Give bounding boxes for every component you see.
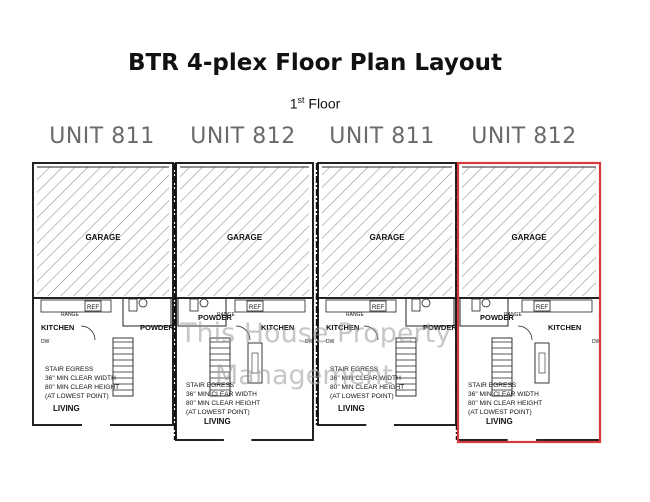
garage-label: GARAGE: [369, 233, 405, 242]
units-group: GARAGE REF RANGE KITCHEN POWDER DW STAIR EGRES…: [32, 162, 601, 441]
garage-hatch: [180, 167, 309, 296]
stair-note-line: 80" MIN CLEAR HEIGHT: [45, 384, 119, 391]
powder-label: POWDER: [480, 313, 514, 322]
stair-run: [112, 337, 134, 397]
powder-room: [459, 297, 509, 327]
unit-plan-1: GARAGE REF RANGE KITCHEN POWDER DW STAIR EGRES…: [32, 162, 174, 426]
island-sink: [251, 352, 259, 374]
sink-icon: [189, 298, 199, 312]
living-label: LIVING: [338, 404, 365, 413]
stair-note-line: 36" MIN CLEAR WIDTH: [45, 375, 116, 382]
ref-box: [369, 300, 387, 312]
powder-label: POWDER: [198, 313, 232, 322]
door-swing: [517, 325, 533, 341]
dw-label: DW: [305, 339, 314, 345]
kitchen-counter: [521, 299, 593, 313]
kitchen-island: [534, 342, 550, 384]
door-swing: [235, 325, 251, 341]
door-swing: [80, 325, 96, 341]
kitchen-counter: [325, 299, 397, 313]
ref-box: [84, 300, 102, 312]
powder-label: POWDER: [423, 323, 457, 332]
unit-plan-3: GARAGE REF RANGE KITCHEN POWDER DW STAIR EGRES…: [317, 162, 457, 426]
unit-label-3: UNIT 811: [329, 124, 435, 149]
garage-hatch: [37, 167, 169, 296]
kitchen-counter: [40, 299, 112, 313]
dw-label: DW: [326, 339, 335, 345]
kitchen-label: KITCHEN: [326, 323, 359, 332]
stair-note-line: 80" MIN CLEAR HEIGHT: [468, 400, 542, 407]
range-label: RANGE: [346, 312, 364, 318]
toilet-icon: [199, 298, 209, 308]
sink-icon: [128, 298, 138, 312]
stair-note-line: (AT LOWEST POINT): [330, 393, 394, 400]
stair-note-line: STAIR EGRESS: [186, 382, 235, 389]
toilet-icon: [421, 298, 431, 308]
unit-label-2: UNIT 812: [190, 124, 296, 149]
powder-label: POWDER: [140, 323, 174, 332]
living-label: LIVING: [204, 417, 231, 426]
ref-label: REF: [249, 305, 261, 311]
powder-room: [177, 297, 227, 327]
garage-label: GARAGE: [227, 233, 263, 242]
stair-note-line: 36" MIN CLEAR WIDTH: [330, 375, 401, 382]
stair-note-line: STAIR EGRESS: [330, 366, 379, 373]
sink-icon: [411, 298, 421, 312]
powder-room: [122, 297, 172, 327]
plan-title: BTR 4-plex Floor Plan Layout: [127, 50, 503, 76]
stair-note-line: STAIR EGRESS: [45, 366, 94, 373]
garage-label: GARAGE: [511, 233, 547, 242]
kitchen-label: KITCHEN: [41, 323, 74, 332]
floor-subtitle: 1st Floor: [289, 95, 341, 112]
range-label: RANGE: [504, 312, 522, 318]
stair-note-line: 36" MIN CLEAR WIDTH: [468, 391, 539, 398]
stair-run: [395, 337, 417, 397]
unit-label-1: UNIT 811: [49, 124, 155, 149]
ref-label: REF: [87, 305, 99, 311]
stair-note-line: (AT LOWEST POINT): [186, 409, 250, 416]
stair-note-line: 36" MIN CLEAR WIDTH: [186, 391, 257, 398]
range-label: RANGE: [61, 312, 79, 318]
ref-label: REF: [372, 305, 384, 311]
ref-box: [246, 300, 264, 312]
garage-hatch: [462, 167, 596, 296]
ref-label: REF: [536, 305, 548, 311]
kitchen-counter: [234, 299, 306, 313]
stair-note-line: (AT LOWEST POINT): [468, 409, 532, 416]
kitchen-island: [247, 342, 263, 384]
dw-label: DW: [41, 339, 50, 345]
living-label: LIVING: [486, 417, 513, 426]
sink-icon: [471, 298, 481, 312]
stair-run: [209, 337, 231, 397]
stair-note-line: (AT LOWEST POINT): [45, 393, 109, 400]
garage-label: GARAGE: [85, 233, 121, 242]
powder-room: [405, 297, 455, 327]
living-label: LIVING: [53, 404, 80, 413]
kitchen-label: KITCHEN: [548, 323, 581, 332]
door-swing: [363, 325, 379, 341]
dw-label: DW: [592, 339, 601, 345]
toilet-icon: [138, 298, 148, 308]
stair-note-line: STAIR EGRESS: [468, 382, 517, 389]
stair-note-line: 80" MIN CLEAR HEIGHT: [330, 384, 404, 391]
stair-run: [491, 337, 513, 397]
unit-plan-4: GARAGE REF RANGE KITCHEN POWDER DW STAIR EGRES…: [455, 162, 601, 441]
toilet-icon: [481, 298, 491, 308]
garage-hatch: [322, 167, 452, 296]
unit-label-4: UNIT 812: [471, 124, 577, 149]
kitchen-label: KITCHEN: [261, 323, 294, 332]
selected-unit-highlight: [456, 161, 602, 444]
ref-box: [533, 300, 551, 312]
stair-note-line: 80" MIN CLEAR HEIGHT: [186, 400, 260, 407]
island-sink: [538, 352, 546, 374]
